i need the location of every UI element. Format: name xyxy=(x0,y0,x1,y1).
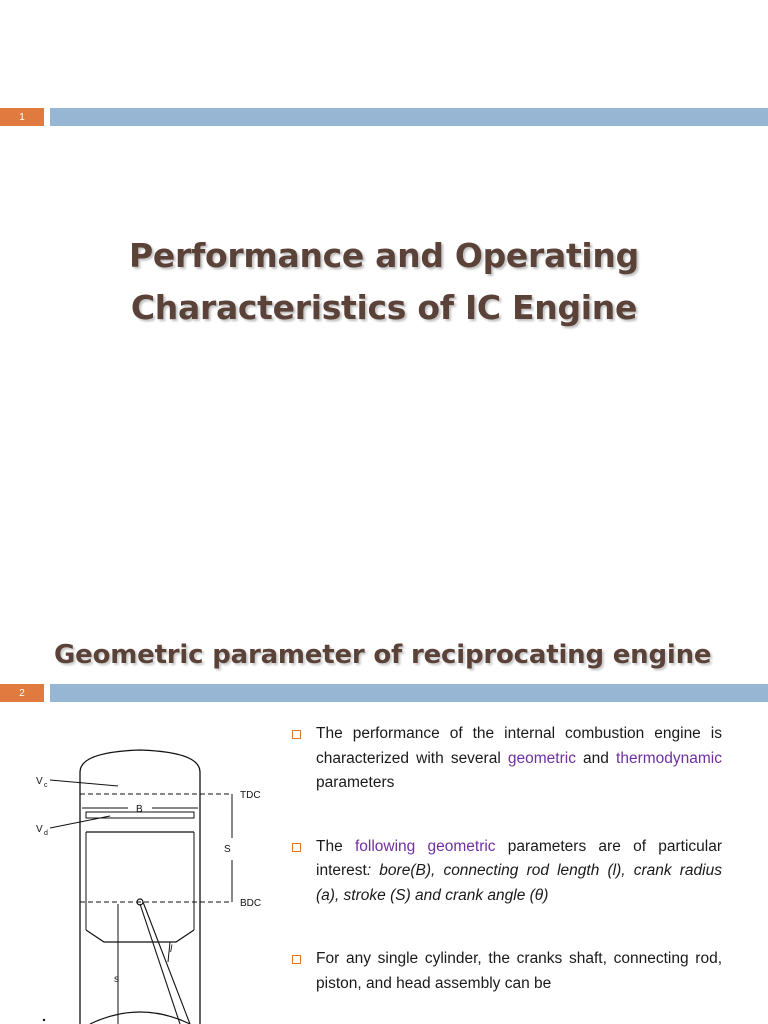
label-small-s: s xyxy=(114,974,119,985)
piston-skirt xyxy=(85,929,195,943)
l-tick xyxy=(167,941,171,963)
label-bore: B xyxy=(136,804,143,815)
crank-circle xyxy=(89,1011,191,1024)
label-stroke: S xyxy=(224,844,231,855)
piston-crown xyxy=(85,811,195,819)
label-bdc: BDC xyxy=(240,898,261,909)
title-line-2: Characteristics of IC Engine xyxy=(130,288,638,327)
connecting-rod-right xyxy=(142,901,191,1024)
label-vd-sub: d xyxy=(44,830,48,837)
slide-header-bar xyxy=(50,108,768,126)
label-vd: V xyxy=(36,824,43,835)
connecting-rod-left xyxy=(139,903,181,1024)
vc-pointer xyxy=(49,779,119,787)
square-bullet-icon xyxy=(292,842,301,852)
label-rod-length: l xyxy=(170,944,173,955)
square-bullet-icon xyxy=(292,955,301,964)
slide-title: Performance and Operating Characteristic… xyxy=(0,230,768,334)
square-bullet-icon xyxy=(292,730,301,739)
slide-heading: Geometric parameter of reciprocating eng… xyxy=(54,640,712,670)
slide-number-2: 2 xyxy=(0,684,44,702)
vd-pointer xyxy=(49,815,111,829)
label-tdc: TDC xyxy=(240,790,261,801)
crank-center-dot xyxy=(42,1018,46,1022)
engine-geometry-diagram: V c V d B TDC BDC S s l xyxy=(36,749,261,1024)
slide-header-bar-2 xyxy=(50,684,768,702)
highlight-thermodynamic: thermodynamic xyxy=(616,749,722,767)
highlight-following-geometric: following geometric xyxy=(354,837,496,855)
bullet-list: The performance of the internal combusti… xyxy=(290,722,722,1024)
bullet-item: The following geometric parameters are o… xyxy=(290,835,722,909)
highlight-geometric: geometric xyxy=(507,749,576,767)
title-line-1: Performance and Operating xyxy=(129,236,639,275)
cylinder-head xyxy=(79,749,201,773)
label-vc-sub: c xyxy=(44,782,48,789)
bullet-item: The performance of the internal combusti… xyxy=(290,722,722,796)
slide-number: 1 xyxy=(0,108,44,126)
label-vc: V xyxy=(36,776,43,787)
bullet-item: For any single cylinder, the cranks shaf… xyxy=(290,947,722,996)
